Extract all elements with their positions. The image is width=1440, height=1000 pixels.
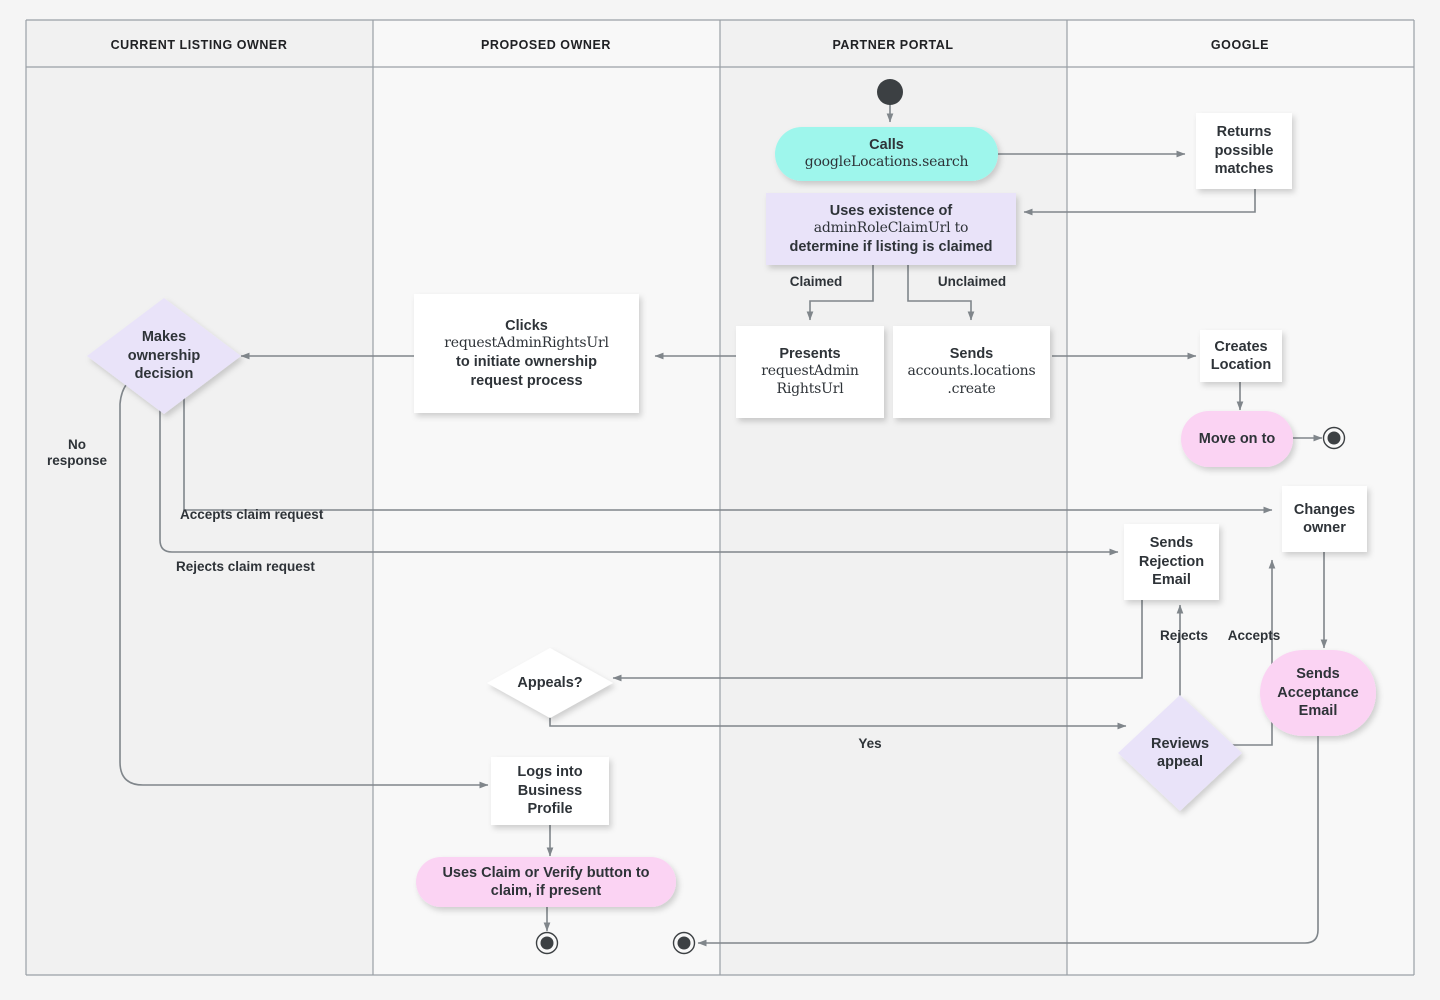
edge-decision-accepts-to-changes-owner <box>183 398 1273 514</box>
node-move-on-to <box>1181 411 1293 467</box>
node-makes-ownership-decision <box>87 298 241 414</box>
lane-header-current-listing-owner: CURRENT LISTING OWNER <box>111 38 288 52</box>
edge-uses-to-sends-create <box>907 265 975 321</box>
node-presents-request-admin-rights-url <box>736 326 884 418</box>
node-end-google-dot <box>1327 431 1341 445</box>
node-end-proposed-owner-dot <box>540 936 554 950</box>
edge-rejection-email-to-appeals <box>612 600 1143 682</box>
lane-header-google: GOOGLE <box>1211 38 1269 52</box>
node-end-partner-portal-ring <box>672 931 696 955</box>
node-calls-google-locations-search <box>775 127 998 181</box>
edge-acceptance-email-to-end <box>697 736 1319 947</box>
node-uses-existence-of-admin-role-claim-url <box>766 193 1016 265</box>
node-changes-owner <box>1282 486 1367 552</box>
node-end-proposed-owner-ring <box>535 931 559 955</box>
node-reviews-appeal <box>1118 695 1242 811</box>
node-start-circle <box>877 79 903 105</box>
edge-returns-to-uses <box>1023 189 1256 216</box>
node-creates-location <box>1200 330 1282 382</box>
node-appeals <box>487 648 613 718</box>
node-sends-acceptance-email <box>1260 650 1376 736</box>
lane-header-partner-portal: PARTNER PORTAL <box>832 38 953 52</box>
node-shapes <box>87 79 1376 955</box>
edge-reviews-appeal-accepts <box>1232 559 1276 746</box>
node-end-google-ring <box>1322 426 1346 450</box>
node-sends-rejection-email <box>1124 524 1219 600</box>
edge-decision-rejects-to-rejection-email <box>159 398 1119 556</box>
edge-uses-to-presents <box>806 265 874 321</box>
lane-header-proposed-owner: PROPOSED OWNER <box>481 38 611 52</box>
node-end-partner-portal-dot <box>677 936 691 950</box>
node-logs-into-business-profile <box>491 757 609 825</box>
node-sends-accounts-locations-create <box>893 326 1050 418</box>
node-uses-claim-or-verify-button <box>416 857 676 907</box>
node-returns-possible-matches <box>1196 113 1292 189</box>
lane-headers: CURRENT LISTING OWNER PROPOSED OWNER PAR… <box>111 38 1269 52</box>
node-clicks-request-admin-rights-url <box>414 294 639 413</box>
